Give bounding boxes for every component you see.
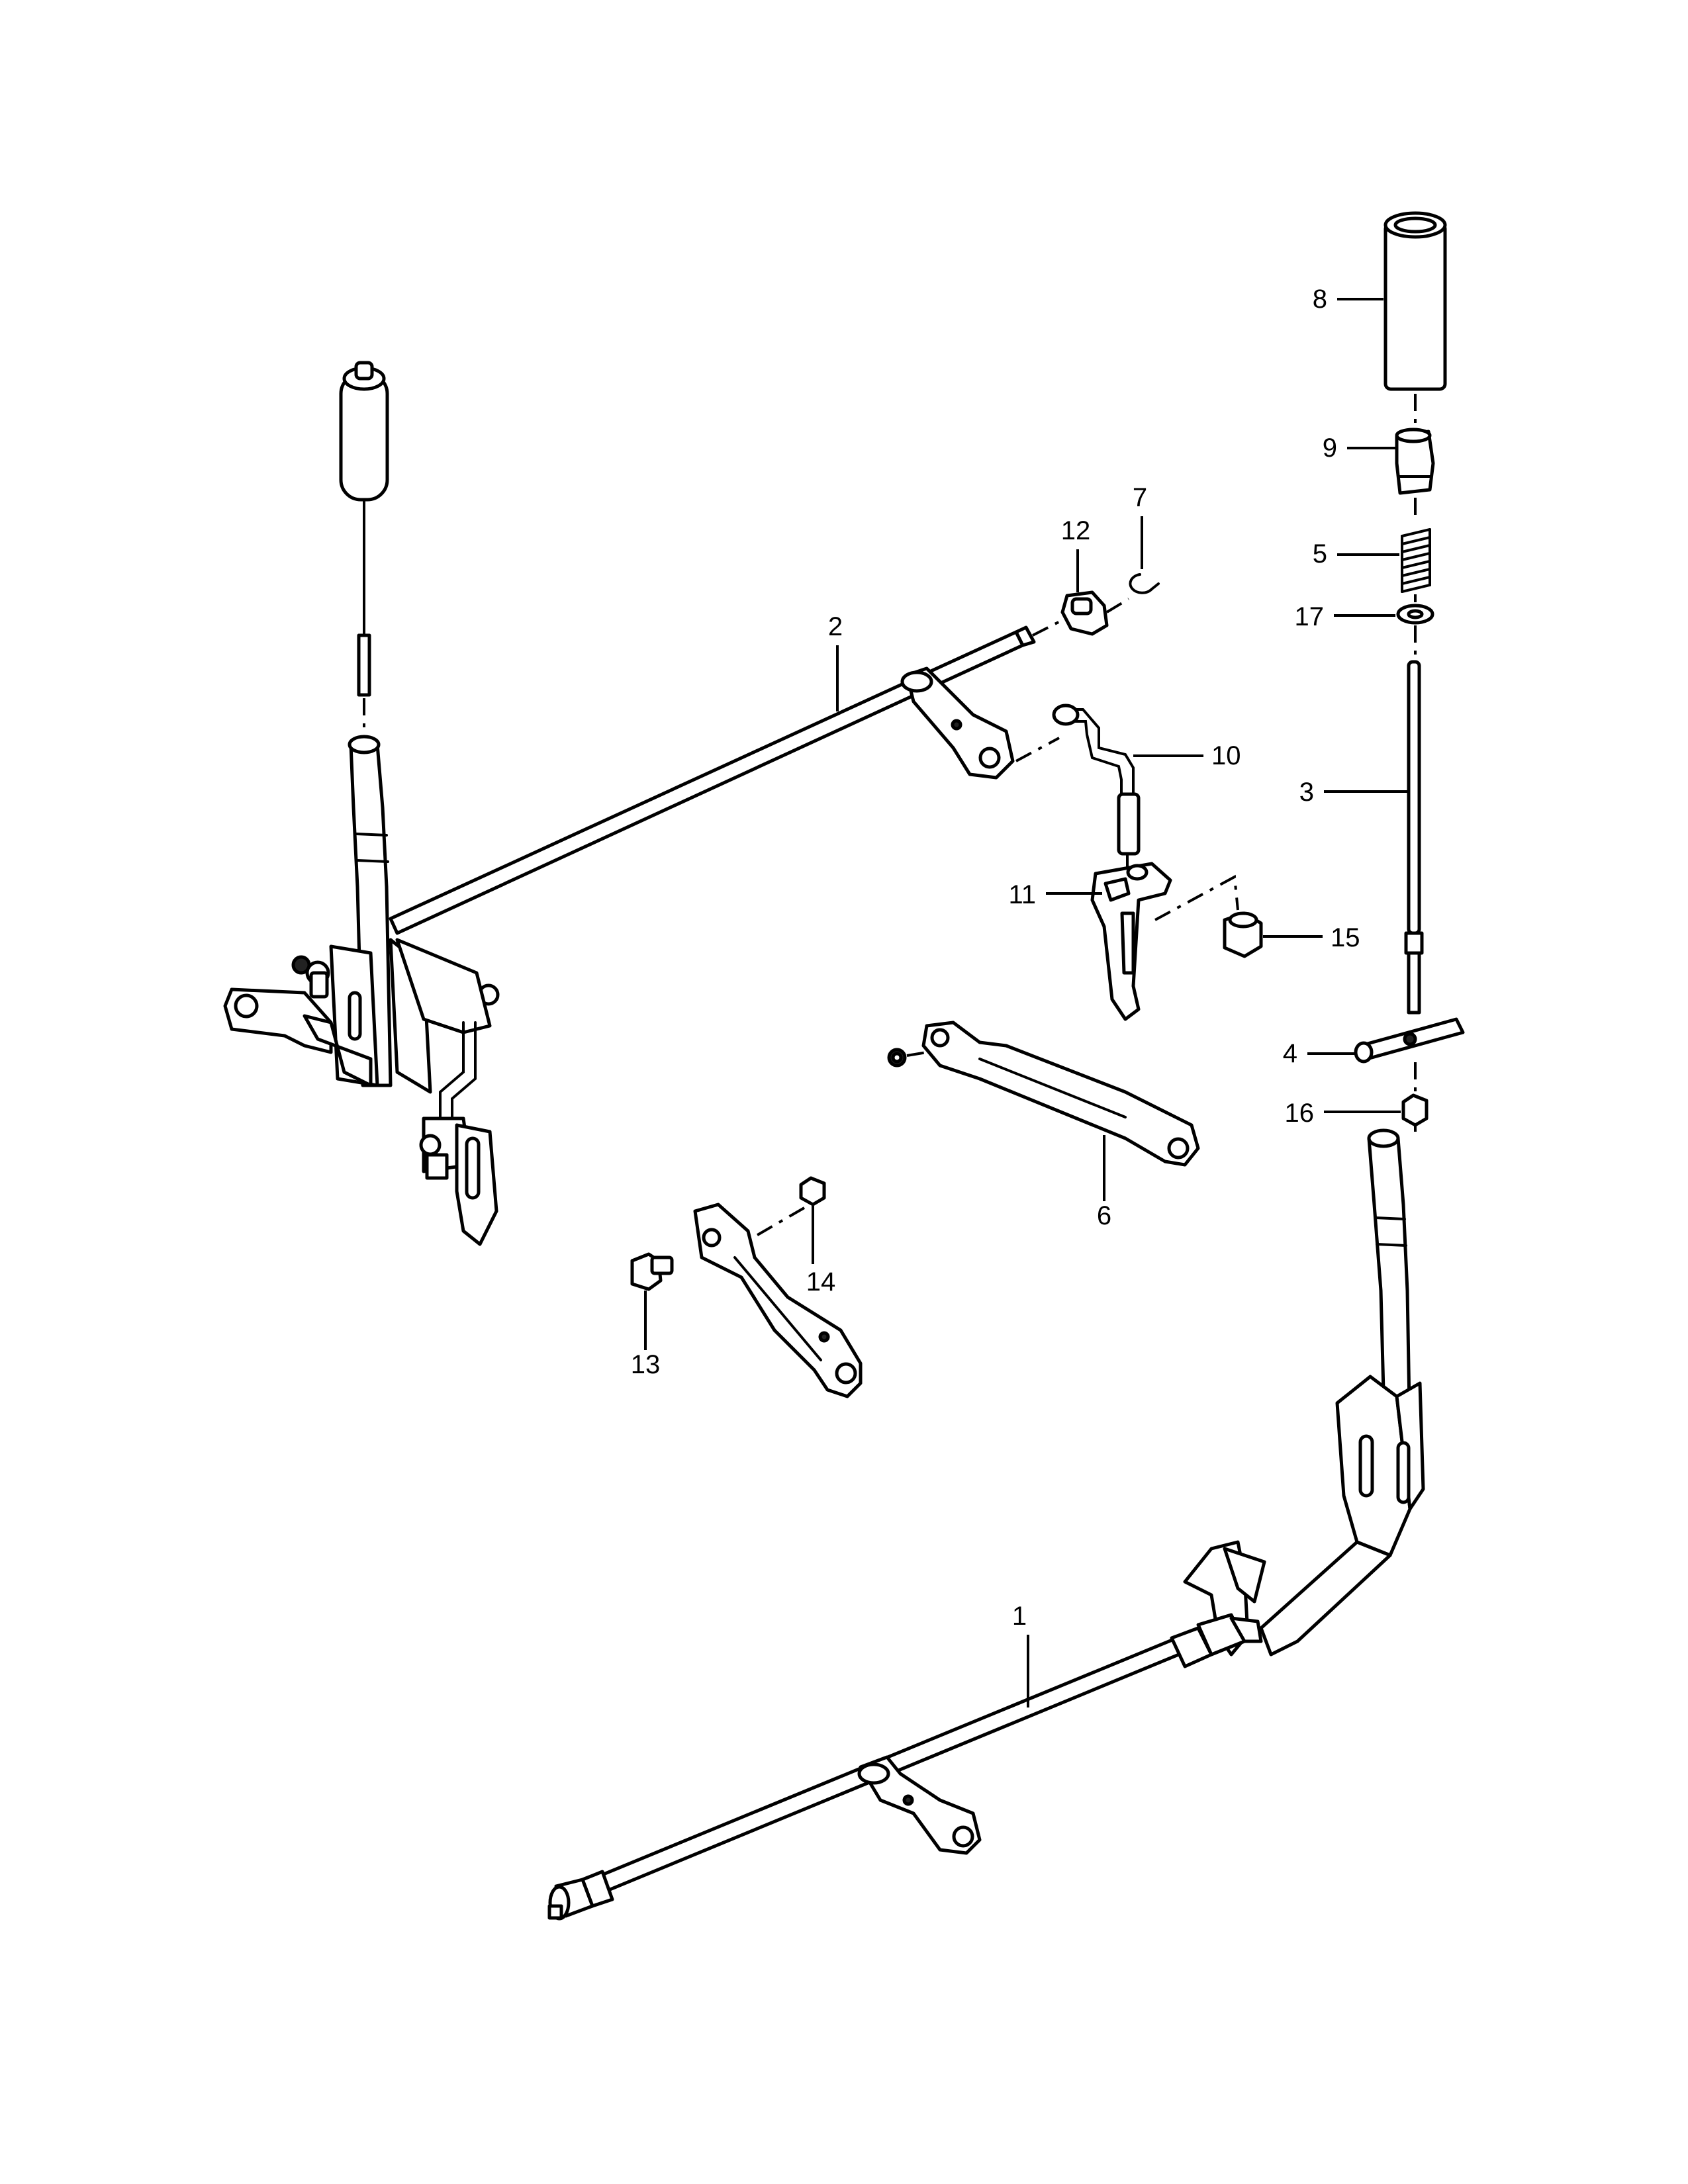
svg-text:7: 7 [1133,483,1147,512]
lower-link-arm [693,1203,863,1398]
part-16-nut [1401,1093,1429,1127]
callout-8: 8 [1313,285,1383,314]
svg-text:4: 4 [1283,1039,1297,1068]
part-10-shift-rod [1052,704,1141,872]
part-13-bolt [630,1252,674,1291]
part-11-fork [1090,862,1239,1021]
svg-text:9: 9 [1323,433,1337,463]
callout-7: 7 [1133,483,1147,569]
upper-shaft [389,619,1063,935]
svg-text:3: 3 [1299,778,1314,807]
callout-11: 11 [1008,880,1102,909]
left-grip-tip [354,361,374,381]
part-15-nut [1223,911,1263,958]
part-14-nut [740,1176,826,1246]
callout-2: 2 [828,612,843,711]
lower-shaft-arm [859,1755,982,1855]
callout-14: 14 [806,1206,836,1297]
svg-text:12: 12 [1061,516,1091,545]
callout-1: 1 [1012,1602,1029,1707]
callout-4: 4 [1283,1039,1356,1068]
svg-text:10: 10 [1211,741,1241,770]
svg-text:5: 5 [1313,539,1327,569]
svg-text:1: 1 [1012,1602,1027,1631]
svg-text:8: 8 [1313,285,1327,314]
part-12-clip [1060,590,1130,636]
callout-13: 13 [631,1291,661,1379]
svg-text:16: 16 [1285,1099,1315,1128]
svg-text:17: 17 [1295,602,1325,631]
part-5-spring [1401,528,1431,593]
left-grip [339,372,389,502]
left-lever-assembly [223,361,500,1246]
callout-9: 9 [1323,433,1395,463]
callout-16: 16 [1285,1099,1401,1128]
right-lever-assembly [1183,211,1465,1657]
callout-15: 15 [1263,923,1360,952]
callout-3: 3 [1299,778,1409,807]
part-6-link [887,1021,1200,1167]
svg-text:6: 6 [1097,1201,1111,1230]
left-rod-end [357,633,371,697]
svg-text:14: 14 [806,1267,836,1297]
svg-text:11: 11 [1008,880,1036,909]
right-lever-arm [1259,1540,1392,1657]
part-7-ring [1129,573,1160,594]
svg-text:2: 2 [828,612,843,641]
svg-text:15: 15 [1331,923,1360,952]
callout-6: 6 [1097,1135,1111,1230]
part-8-grip [1383,222,1447,391]
lower-shaft [547,1613,1263,1921]
callout-10: 10 [1133,741,1241,770]
callout-5: 5 [1313,539,1399,569]
part-3-rod [1407,660,1421,935]
callout-17: 17 [1295,602,1395,631]
callout-12: 12 [1061,516,1091,592]
svg-text:13: 13 [631,1350,661,1379]
